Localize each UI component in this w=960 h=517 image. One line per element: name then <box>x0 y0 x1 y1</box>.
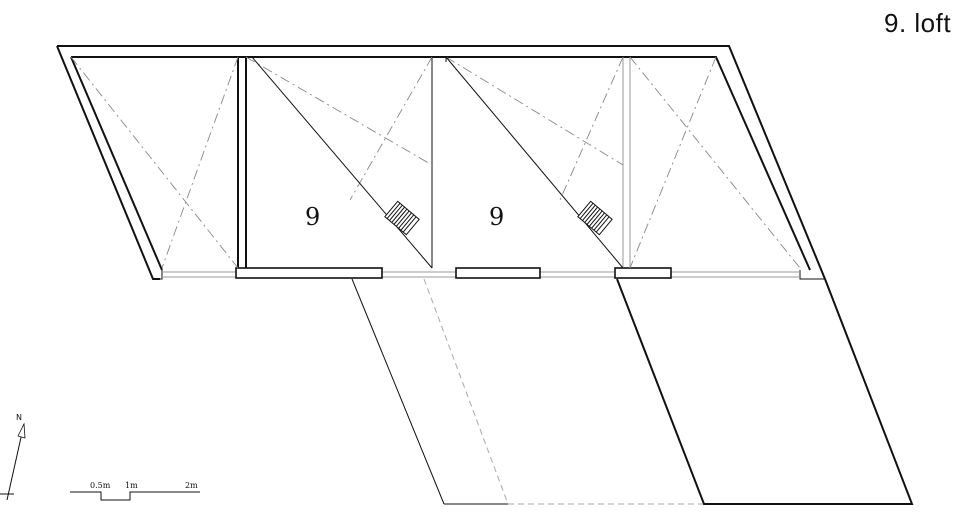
outer-wall <box>56 45 826 280</box>
ladder-hatch-right <box>577 200 613 236</box>
scale-label-one: 1m <box>125 481 138 490</box>
room-label: 9 <box>305 203 320 231</box>
ceiling-diagonals <box>70 56 801 269</box>
front-wall <box>162 267 800 279</box>
plan-title: 9. loft <box>884 8 952 38</box>
scale-label-two: 2m <box>185 481 198 490</box>
window-slab <box>614 267 672 279</box>
partitions <box>237 57 631 268</box>
north-label: N <box>16 413 22 422</box>
window-slab <box>455 267 541 279</box>
scale-bar: 0.5m 1m 2m <box>70 481 200 501</box>
lower-roof-projection <box>351 278 914 505</box>
room-label: 9 <box>489 203 504 231</box>
stair-lines <box>251 56 624 269</box>
north-arrow: N <box>0 413 26 501</box>
window-slab <box>235 267 383 279</box>
scale-label-half: 0.5m <box>90 481 111 490</box>
ladder-hatch-left <box>384 200 420 236</box>
